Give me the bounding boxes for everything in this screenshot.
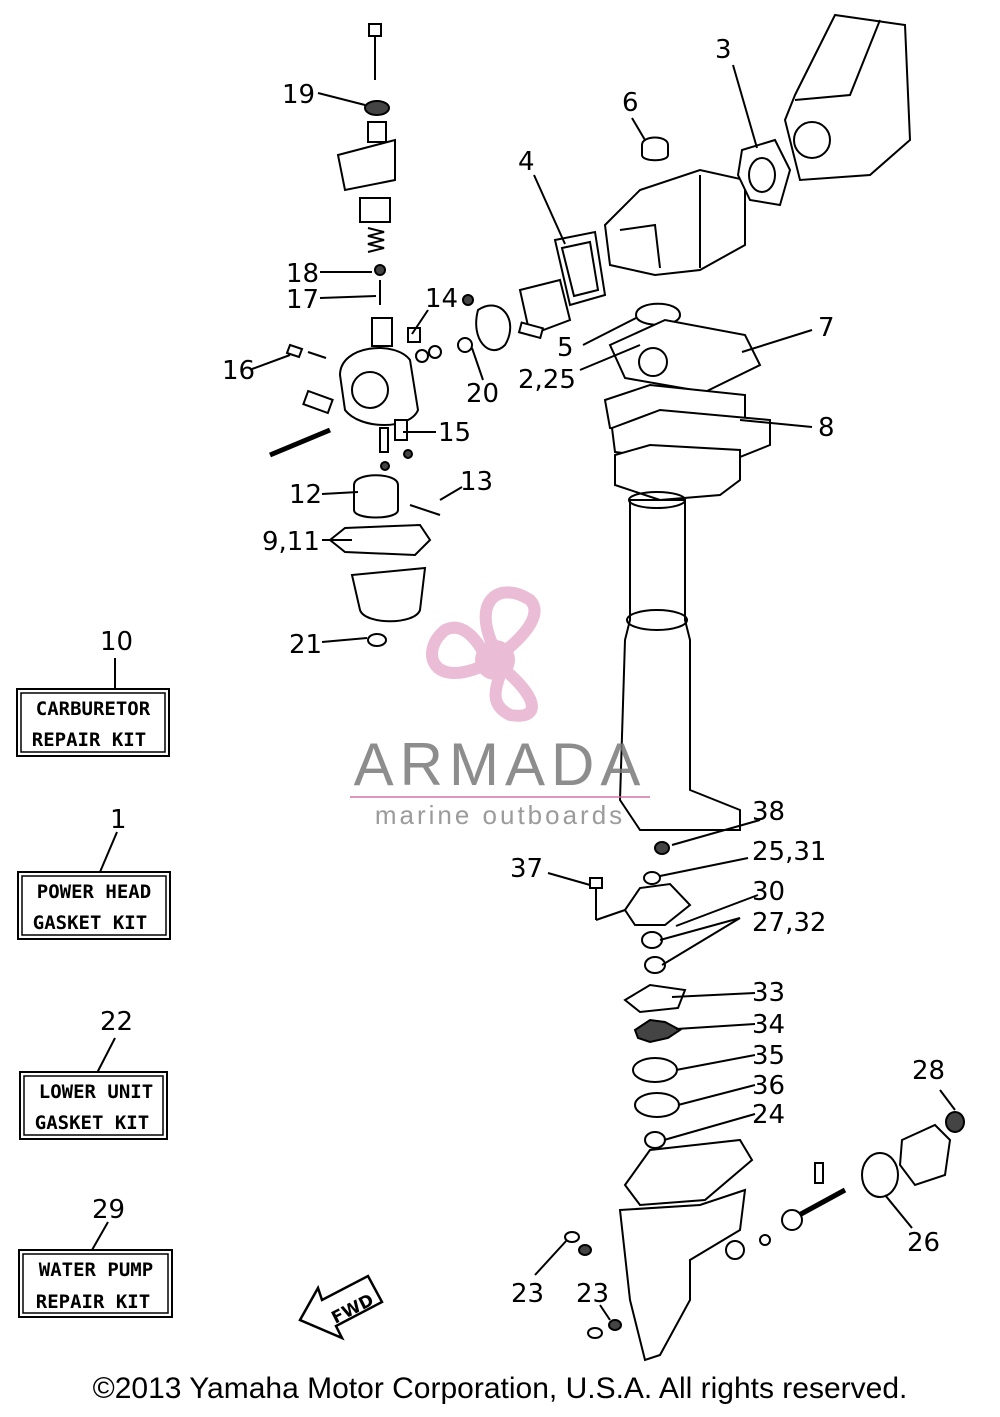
callout-19: 19 (282, 80, 315, 110)
callout-23-right: 23 (576, 1279, 609, 1309)
lower-unit-assembly (564, 841, 965, 1362)
callout-15: 15 (438, 418, 471, 448)
kit-water-pump-line2: REPAIR KIT (36, 1291, 150, 1313)
callout-12: 12 (289, 480, 322, 510)
midsection-assembly (603, 302, 771, 831)
callout-8: 8 (818, 413, 835, 443)
callout-36: 36 (752, 1071, 785, 1101)
callout-38: 38 (752, 797, 785, 827)
callout-6: 6 (622, 88, 639, 118)
callout-4: 4 (518, 147, 535, 177)
callout-37: 37 (510, 854, 543, 884)
kit-carburetor-repair: CARBURETOR REPAIR KIT (16, 688, 170, 757)
callout-20: 20 (466, 379, 499, 409)
power-head-block (603, 13, 912, 277)
kit-carburetor-line1: CARBURETOR (36, 698, 151, 720)
forward-direction-arrow: FWD (298, 1274, 384, 1341)
callout-1: 1 (110, 805, 127, 835)
callout-16: 16 (222, 356, 255, 386)
callout-3: 3 (715, 35, 732, 65)
callout-13: 13 (460, 467, 493, 497)
intake-reed-assembly (415, 230, 607, 363)
leader-lines (91, 64, 956, 1321)
callout-17: 17 (286, 285, 319, 315)
callout-33: 33 (752, 978, 785, 1008)
kit-power-head-line1: POWER HEAD (37, 881, 151, 903)
kit-lower-unit-line2: GASKET KIT (35, 1112, 149, 1134)
callout-2-25: 2,25 (518, 365, 576, 395)
callout-18: 18 (286, 259, 319, 289)
logo-wordmark: ARMADA (353, 731, 647, 798)
kit-carburetor-line2: REPAIR KIT (32, 729, 146, 751)
callout-10: 10 (100, 627, 133, 657)
callout-29: 29 (92, 1195, 125, 1225)
callout-21: 21 (289, 630, 322, 660)
logo-tagline: marine outboards (374, 800, 626, 830)
kit-water-pump-repair: WATER PUMP REPAIR KIT (18, 1249, 173, 1318)
kit-water-pump-line1: WATER PUMP (39, 1259, 153, 1281)
callout-26: 26 (907, 1228, 940, 1258)
callout-7: 7 (818, 313, 835, 343)
kit-power-head-line2: GASKET KIT (33, 912, 147, 934)
callout-numbers: 19 18 17 16 14 15 20 12 13 9,11 21 3 6 4… (92, 35, 945, 1309)
callout-28: 28 (912, 1056, 945, 1086)
callout-34: 34 (752, 1010, 785, 1040)
callout-22: 22 (100, 1007, 133, 1037)
callout-24: 24 (752, 1100, 785, 1130)
logo-divider (350, 796, 650, 798)
callout-9-11: 9,11 (262, 527, 320, 557)
kit-power-head-gasket: POWER HEAD GASKET KIT (17, 871, 171, 940)
callout-5: 5 (557, 333, 574, 363)
callout-30: 30 (752, 877, 785, 907)
callout-23-left: 23 (511, 1279, 544, 1309)
kit-lower-unit-gasket: LOWER UNIT GASKET KIT (19, 1071, 168, 1140)
armada-propeller-logo (426, 586, 541, 722)
copyright-notice: ©2013 Yamaha Motor Corporation, U.S.A. A… (92, 1372, 908, 1405)
callout-35: 35 (752, 1041, 785, 1071)
callout-25-31: 25,31 (752, 837, 826, 867)
carburetor-assembly (269, 23, 441, 647)
kit-lower-unit-line1: LOWER UNIT (39, 1081, 153, 1103)
callout-27-32: 27,32 (752, 908, 826, 938)
callout-14: 14 (425, 284, 458, 314)
